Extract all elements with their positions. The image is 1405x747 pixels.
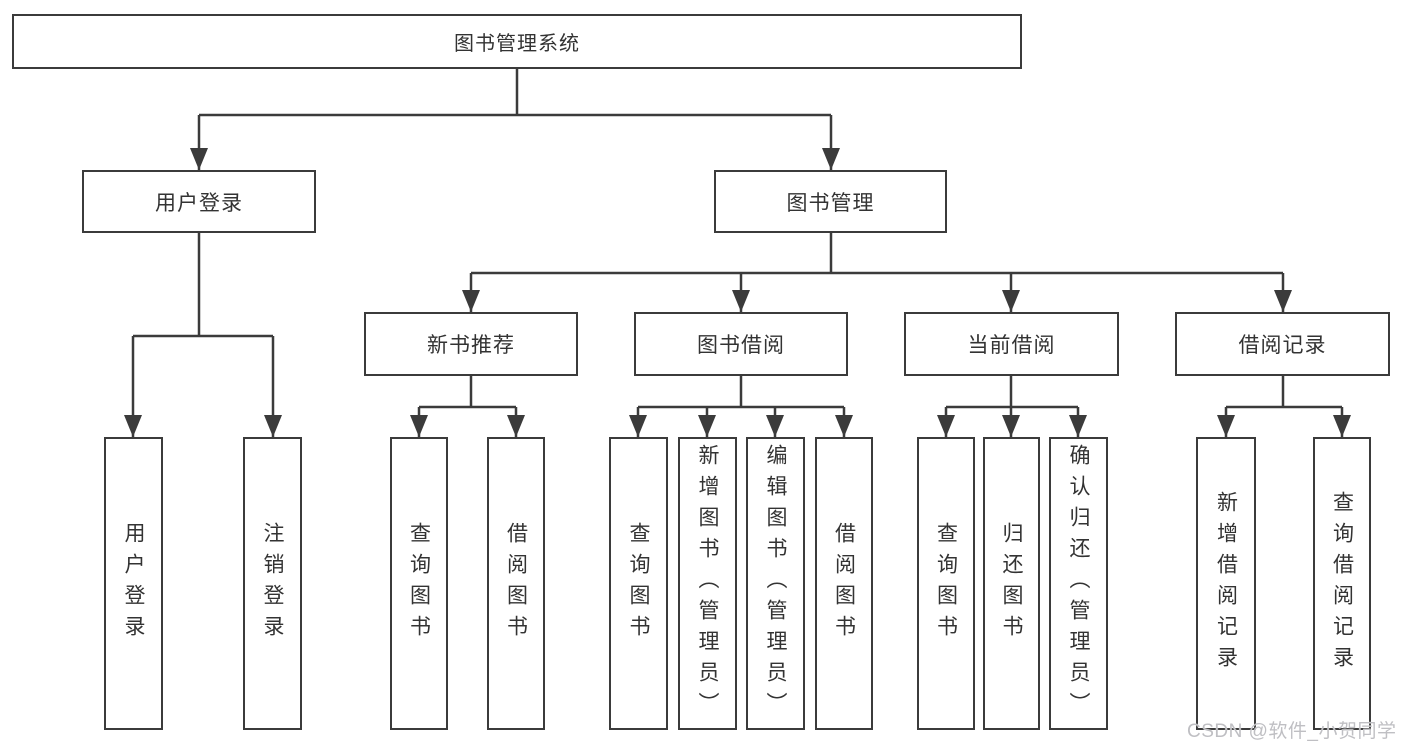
node-root: 图书管理系统 — [12, 14, 1022, 69]
node-record: 借阅记录 — [1175, 312, 1390, 376]
node-leaf-nb-query: 查询图书 — [390, 437, 448, 730]
node-leaf-bb-edit: 编辑图书（管理员） — [746, 437, 805, 730]
node-leaf-bb-add: 新增图书（管理员） — [678, 437, 737, 730]
node-leaf-cb-confirm: 确认归还（管理员） — [1049, 437, 1108, 730]
leaf-bb-edit-label: 编辑图书（管理员） — [764, 444, 787, 723]
leaf-nb-query-label: 查询图书 — [407, 521, 431, 646]
node-leaf-cb-query: 查询图书 — [917, 437, 975, 730]
node-leaf-bb-query: 查询图书 — [609, 437, 668, 730]
node-leaf-user-login: 用户登录 — [104, 437, 163, 730]
node-leaf-logout: 注销登录 — [243, 437, 302, 730]
node-leaf-nb-borrow: 借阅图书 — [487, 437, 545, 730]
leaf-nb-borrow-label: 借阅图书 — [504, 521, 528, 646]
node-current-label: 当前借阅 — [967, 334, 1056, 357]
leaf-cb-confirm-label: 确认归还（管理员） — [1067, 444, 1090, 723]
leaf-bb-add-label: 新增图书（管理员） — [696, 444, 719, 723]
node-book-mgmt-label: 图书管理 — [786, 191, 875, 215]
node-leaf-br-add: 新增借阅记录 — [1196, 437, 1256, 730]
node-new-book: 新书推荐 — [364, 312, 578, 376]
node-leaf-br-query: 查询借阅记录 — [1313, 437, 1371, 730]
node-user-login: 用户登录 — [82, 170, 316, 233]
leaf-cb-return-label: 归还图书 — [1000, 521, 1023, 646]
node-user-login-label: 用户登录 — [155, 191, 243, 215]
node-book-mgmt: 图书管理 — [714, 170, 947, 233]
leaf-cb-query-label: 查询图书 — [934, 521, 958, 646]
leaf-user-login-label: 用户登录 — [122, 521, 145, 646]
node-new-book-label: 新书推荐 — [427, 334, 515, 357]
node-leaf-cb-return: 归还图书 — [983, 437, 1040, 730]
leaf-br-add-label: 新增借阅记录 — [1214, 490, 1238, 677]
leaf-logout-label: 注销登录 — [261, 521, 284, 646]
node-borrow: 图书借阅 — [634, 312, 848, 376]
leaf-bb-query-label: 查询图书 — [627, 521, 650, 646]
node-root-label: 图书管理系统 — [454, 33, 580, 55]
node-record-label: 借阅记录 — [1238, 334, 1327, 357]
node-borrow-label: 图书借阅 — [697, 334, 785, 357]
node-leaf-bb-borrow: 借阅图书 — [815, 437, 873, 730]
leaf-bb-borrow-label: 借阅图书 — [832, 521, 856, 646]
node-current: 当前借阅 — [904, 312, 1119, 376]
watermark: CSDN @软件_小贺同学 — [1187, 721, 1397, 742]
leaf-br-query-label: 查询借阅记录 — [1330, 490, 1354, 677]
